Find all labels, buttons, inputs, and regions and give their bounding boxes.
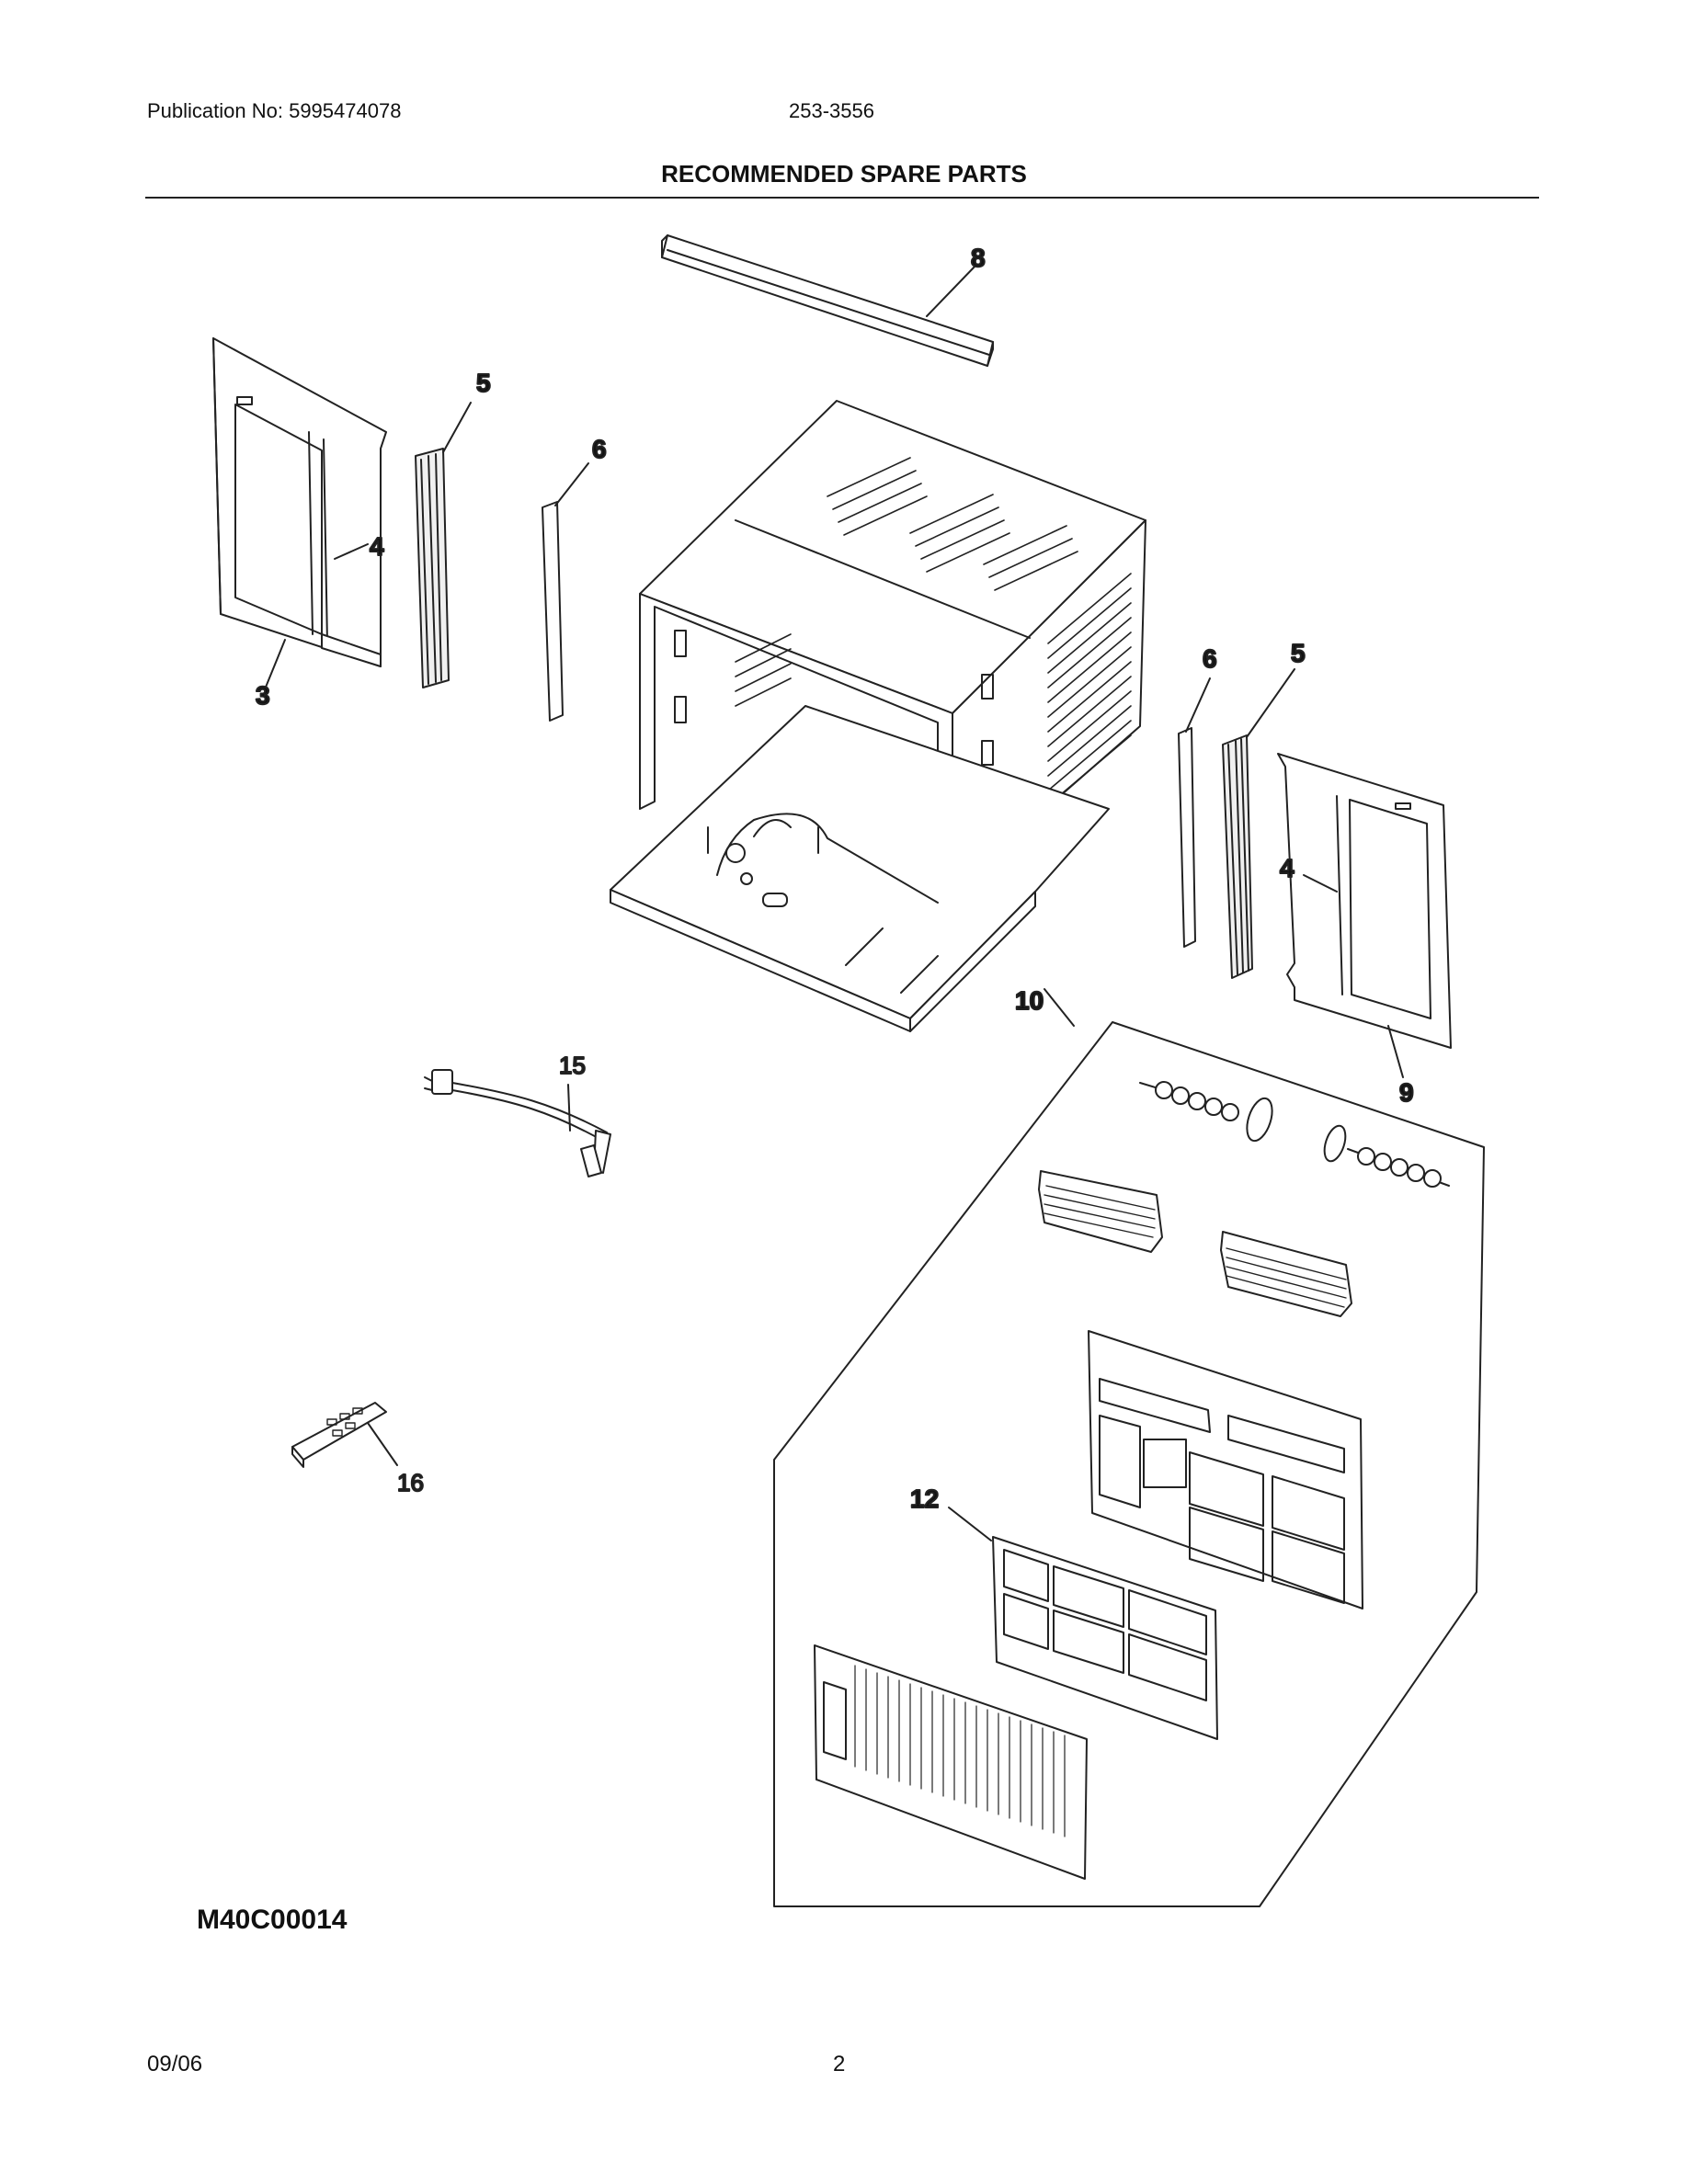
remote-control xyxy=(291,1402,387,1468)
callout-4-left: 4 xyxy=(370,532,384,561)
callout-15: 15 xyxy=(559,1052,586,1079)
leader-4-left xyxy=(334,543,369,560)
callout-5-right: 5 xyxy=(1291,639,1306,667)
callout-12: 12 xyxy=(910,1484,939,1513)
callout-9: 9 xyxy=(1399,1078,1414,1107)
leader-10 xyxy=(1044,988,1075,1027)
base-pan xyxy=(610,705,1110,1032)
leader-3 xyxy=(264,639,286,690)
louver-assembly-left xyxy=(1038,1170,1163,1253)
right-side-curtain-frame xyxy=(1277,753,1452,1049)
leader-6-right xyxy=(1185,677,1211,733)
footer-date: 09/06 xyxy=(147,2052,203,2076)
callout-6-left: 6 xyxy=(592,435,607,463)
callout-10: 10 xyxy=(1015,986,1044,1015)
leader-15 xyxy=(567,1084,571,1132)
louver-assembly-right xyxy=(1220,1231,1352,1317)
control-knobs-left xyxy=(1139,1081,1273,1143)
callout-5-left: 5 xyxy=(476,369,491,397)
right-gasket-strip xyxy=(1178,727,1196,948)
diagram-code: M40C00014 xyxy=(197,1905,348,1935)
right-foam-seal xyxy=(1222,734,1253,979)
callout-4-right: 4 xyxy=(1280,854,1295,882)
callout-3: 3 xyxy=(256,681,270,710)
publication-number: Publication No: 5995474078 xyxy=(147,99,402,122)
leader-5-left xyxy=(442,402,472,453)
top-rail-part xyxy=(661,234,994,367)
front-grille-frame xyxy=(1088,1330,1363,1610)
leader-16 xyxy=(367,1422,398,1466)
page-title: RECOMMENDED SPARE PARTS xyxy=(661,160,1027,188)
front-panel xyxy=(814,1644,1088,1880)
left-foam-seal xyxy=(415,448,450,688)
header-divider xyxy=(145,197,1539,199)
leader-4-right xyxy=(1303,874,1338,893)
front-panel-kit-enclosure xyxy=(773,1021,1485,1907)
leader-5-right xyxy=(1246,668,1295,738)
leader-9 xyxy=(1387,1025,1404,1078)
air-filter xyxy=(992,1536,1218,1740)
leader-12 xyxy=(948,1507,992,1541)
page-number: 2 xyxy=(833,2052,846,2076)
left-gasket-strip xyxy=(542,501,564,722)
control-knobs-right xyxy=(1323,1124,1450,1188)
power-cord xyxy=(424,1069,611,1177)
left-side-curtain-frame xyxy=(212,337,387,667)
callout-6-right: 6 xyxy=(1203,644,1217,673)
model-number: 253-3556 xyxy=(789,99,874,122)
callout-16: 16 xyxy=(397,1469,424,1496)
leader-8 xyxy=(926,264,977,317)
leader-6-left xyxy=(554,462,589,506)
callout-8: 8 xyxy=(971,244,986,272)
